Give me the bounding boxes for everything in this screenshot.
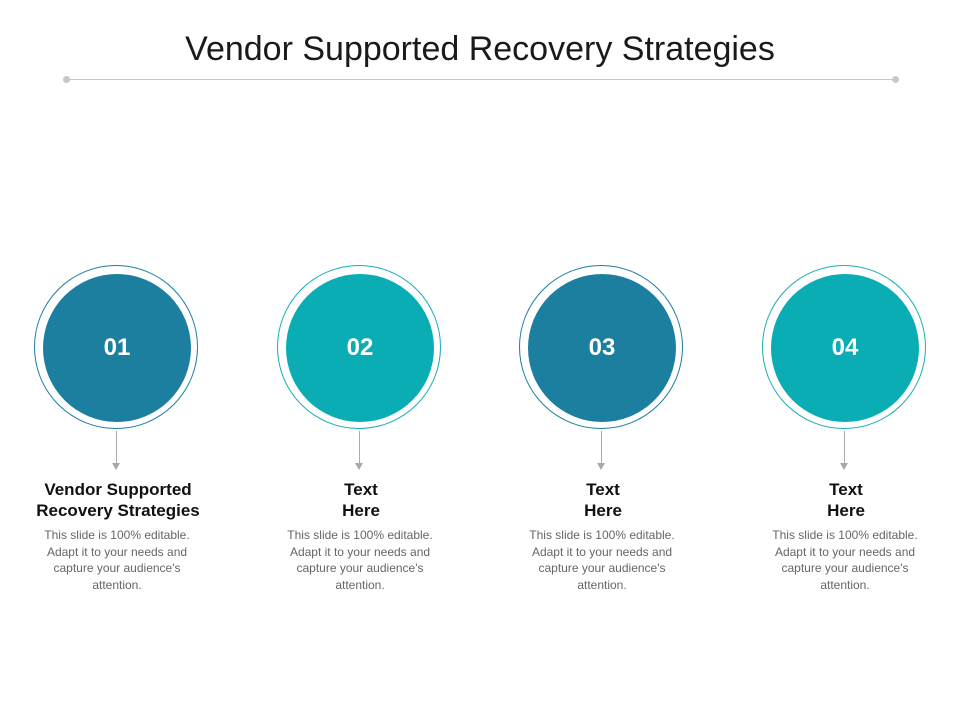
step-4-number: 04 — [831, 334, 859, 361]
step-1-heading: Vendor Supported Recovery Strategies — [8, 479, 228, 521]
step-2-number: 02 — [346, 334, 374, 361]
step-4-heading: Text Here — [736, 479, 956, 521]
step-2-description: This slide is 100% editable. Adapt it to… — [287, 528, 433, 592]
slide-title: Vendor Supported Recovery Strategies — [185, 30, 775, 68]
step-4-circle: 04 — [771, 274, 919, 422]
arrow-down-icon — [355, 463, 363, 470]
step-1-connector — [116, 431, 117, 465]
step-2-heading-line2: Here — [342, 501, 380, 520]
step-4-connector — [844, 431, 845, 465]
arrow-down-icon — [112, 463, 120, 470]
step-1-circle: 01 — [43, 274, 191, 422]
divider-dot-right — [892, 76, 899, 83]
arrow-down-icon — [597, 463, 605, 470]
step-1-description: This slide is 100% editable. Adapt it to… — [44, 528, 190, 592]
step-1-heading-line1: Vendor Supported — [44, 480, 192, 499]
step-1-heading-line2: Recovery Strategies — [36, 501, 200, 520]
divider-dot-left — [63, 76, 70, 83]
step-4-heading-line2: Here — [827, 501, 865, 520]
step-3-heading-line1: Text — [586, 480, 620, 499]
step-3-number: 03 — [588, 334, 616, 361]
arrow-down-icon — [840, 463, 848, 470]
step-2-connector — [359, 431, 360, 465]
step-3-heading-line2: Here — [584, 501, 622, 520]
title-divider — [66, 79, 896, 80]
step-4-description: This slide is 100% editable. Adapt it to… — [772, 528, 918, 592]
step-3-heading: Text Here — [493, 479, 713, 521]
step-2-heading: Text Here — [251, 479, 471, 521]
step-3-circle: 03 — [528, 274, 676, 422]
step-3-description: This slide is 100% editable. Adapt it to… — [529, 528, 675, 592]
step-4-heading-line1: Text — [829, 480, 863, 499]
step-3-connector — [601, 431, 602, 465]
step-2-heading-line1: Text — [344, 480, 378, 499]
step-1-number: 01 — [103, 334, 131, 361]
step-2-circle: 02 — [286, 274, 434, 422]
